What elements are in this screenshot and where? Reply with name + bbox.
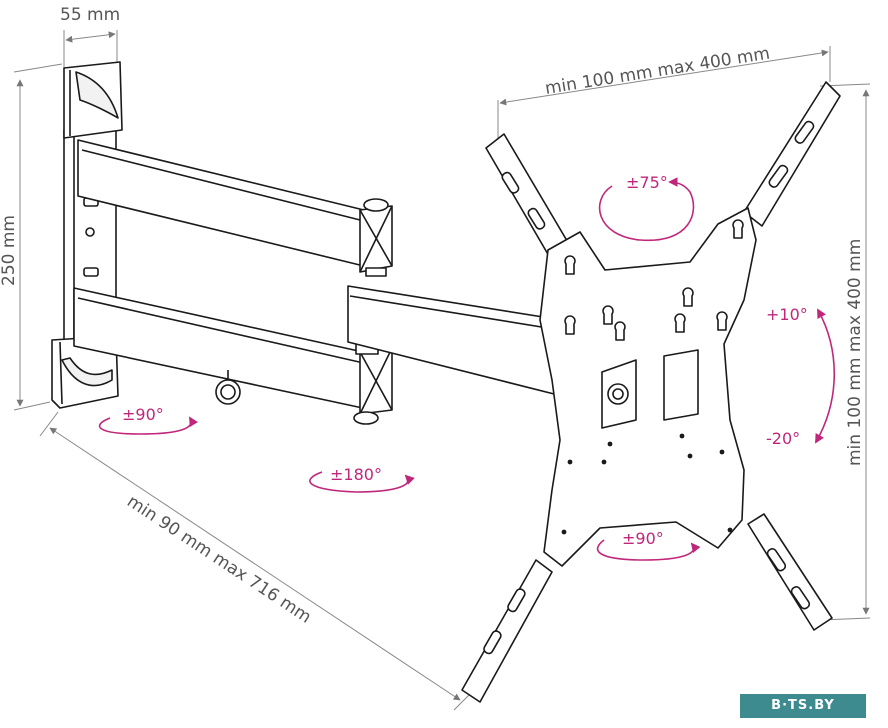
dimension-lines	[13, 30, 871, 711]
tilt-down-label: -20°	[766, 429, 800, 448]
tilt-up-label: +10°	[766, 305, 808, 324]
plate-rotation-label: ±75°	[626, 173, 668, 192]
bracket-height-label: 250 mm	[0, 215, 19, 286]
keyhole-slots	[564, 219, 744, 341]
watermark-badge: B·TS.BY	[740, 694, 866, 718]
wall-swivel-label: ±90°	[122, 405, 164, 424]
vesa-vertical-label: min 100 mm max 400 mm	[845, 239, 865, 466]
swing-arms	[73, 139, 563, 425]
vesa-plate	[461, 81, 841, 703]
rotation-arrows	[98, 177, 836, 561]
bracket-depth-label: 55 mm	[60, 5, 120, 25]
arm-swivel-label: ±180°	[330, 465, 382, 484]
wall-bracket	[51, 61, 123, 409]
plate-holes	[561, 433, 733, 535]
arm-extension-label: min 90 mm max 716 mm	[123, 491, 315, 627]
vesa-horizontal-label: min 100 mm max 400 mm	[544, 44, 772, 99]
plate-swivel-label: ±90°	[622, 529, 664, 548]
